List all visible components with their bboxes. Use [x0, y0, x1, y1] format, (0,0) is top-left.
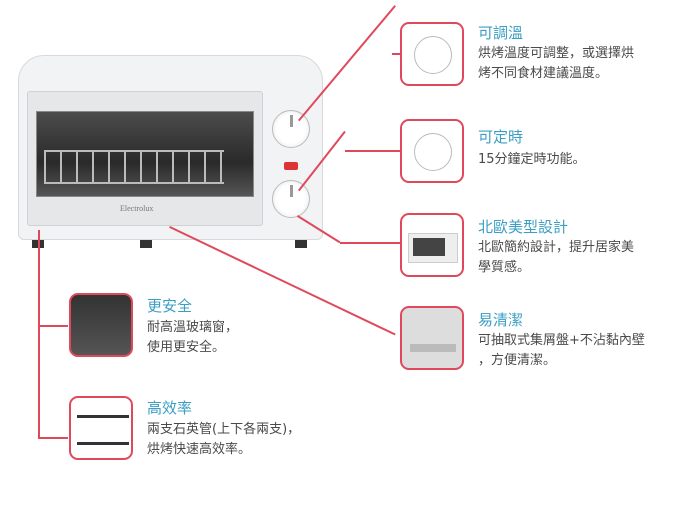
feature-desc-temp: 烘烤溫度可調整，或選擇烘烤不同食材建議溫度。: [478, 46, 635, 81]
connector-line: [340, 242, 400, 244]
feature-title-clean: 易清潔: [478, 311, 524, 329]
feature-title-temp: 可調溫: [478, 24, 524, 42]
feature-desc-design: 北歐簡約設計，提升居家美學質感。: [478, 240, 635, 275]
oven-foot: [140, 240, 152, 248]
oven-rack: [44, 150, 224, 184]
indicator-light: [284, 162, 298, 170]
timer-knob-thumbnail: [400, 119, 464, 183]
oven-design-thumbnail: [400, 213, 464, 277]
brand-logo: Electrolux: [120, 204, 154, 213]
feature-desc-timer: 15分鐘定時功能。: [478, 152, 586, 167]
temperature-knob-thumbnail: [400, 22, 464, 86]
feature-title-design: 北歐美型設計: [478, 218, 569, 236]
temperature-knob: [272, 110, 310, 148]
feature-title-timer: 可定時: [478, 128, 524, 146]
feature-title-efficient: 高效率: [147, 399, 193, 417]
feature-desc-clean: 可抽取式集屑盤+不沾黏內壁，方便清潔。: [478, 333, 645, 368]
glass-window-thumbnail: [69, 293, 133, 357]
crumb-tray-thumbnail: [400, 306, 464, 370]
connector-line: [38, 230, 40, 438]
connector-line: [392, 53, 400, 55]
connector-line: [38, 325, 68, 327]
oven-foot: [295, 240, 307, 248]
quartz-tube-thumbnail: [69, 396, 133, 460]
feature-title-safe: 更安全: [147, 297, 193, 315]
feature-desc-safe: 耐高溫玻璃窗，使用更安全。: [147, 320, 239, 355]
timer-knob: [272, 180, 310, 218]
connector-line: [345, 150, 400, 152]
connector-line: [38, 437, 68, 439]
feature-desc-efficient: 兩支石英管(上下各兩支)，烘烤快速高效率。: [147, 422, 301, 457]
